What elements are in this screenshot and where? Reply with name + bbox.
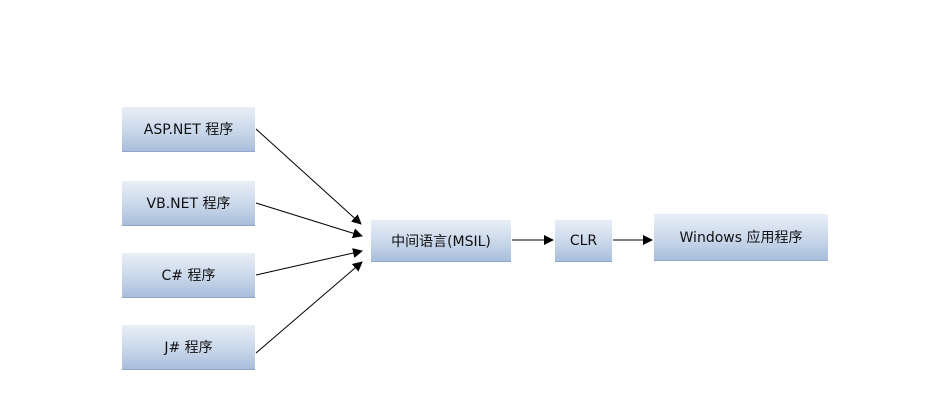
node-vbnet-program: VB.NET 程序 (122, 181, 255, 226)
node-label: Windows 应用程序 (679, 230, 803, 246)
node-jsharp-program: J# 程序 (122, 325, 255, 370)
node-msil: 中间语言(MSIL) (371, 220, 511, 262)
node-clr: CLR (555, 220, 612, 262)
node-csharp-program: C# 程序 (122, 253, 255, 298)
node-label: 中间语言(MSIL) (391, 233, 491, 250)
edge-vb-to-msil (255, 202, 363, 239)
edge-jsharp-to-msil (255, 261, 363, 354)
node-label: J# 程序 (164, 340, 213, 356)
node-label: CLR (569, 232, 598, 249)
node-label: ASP.NET 程序 (143, 122, 234, 138)
edge-asp-to-msil (255, 128, 362, 225)
node-label: C# 程序 (161, 268, 216, 284)
node-windows-application: Windows 应用程序 (654, 214, 828, 261)
node-aspnet-program: ASP.NET 程序 (122, 107, 255, 152)
node-label: VB.NET 程序 (146, 196, 231, 212)
edge-csharp-to-msil (255, 248, 363, 276)
